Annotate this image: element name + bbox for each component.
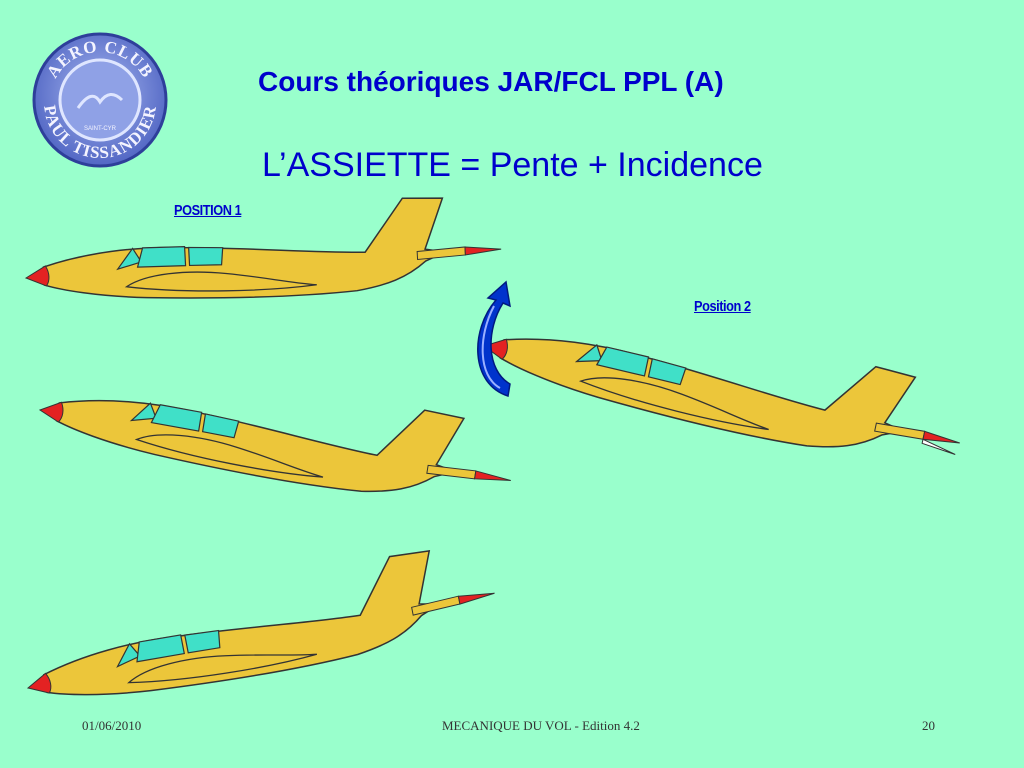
slide-title: Cours théoriques JAR/FCL PPL (A) (258, 66, 724, 97)
airplane-position-2 (476, 285, 973, 480)
airplane-bottom (15, 537, 503, 720)
aeroclub-logo: AERO CLUB PAUL TISSANDIER SAINT-CYR (32, 32, 168, 168)
rotation-arrow (477, 280, 511, 397)
footer-center: MECANIQUE DU VOL - Edition 4.2 (442, 718, 640, 733)
slide-subtitle: L’ASSIETTE = Pente + Incidence (262, 146, 763, 184)
position-1-label: POSITION 1 (174, 202, 242, 219)
airplane-middle (34, 349, 521, 517)
footer-page-number: 20 (922, 718, 935, 733)
logo-center-text: SAINT-CYR (84, 126, 117, 132)
position-2-label: Position 2 (694, 298, 751, 315)
airplane-position-1 (22, 192, 504, 311)
footer-date: 01/06/2010 (82, 718, 142, 733)
